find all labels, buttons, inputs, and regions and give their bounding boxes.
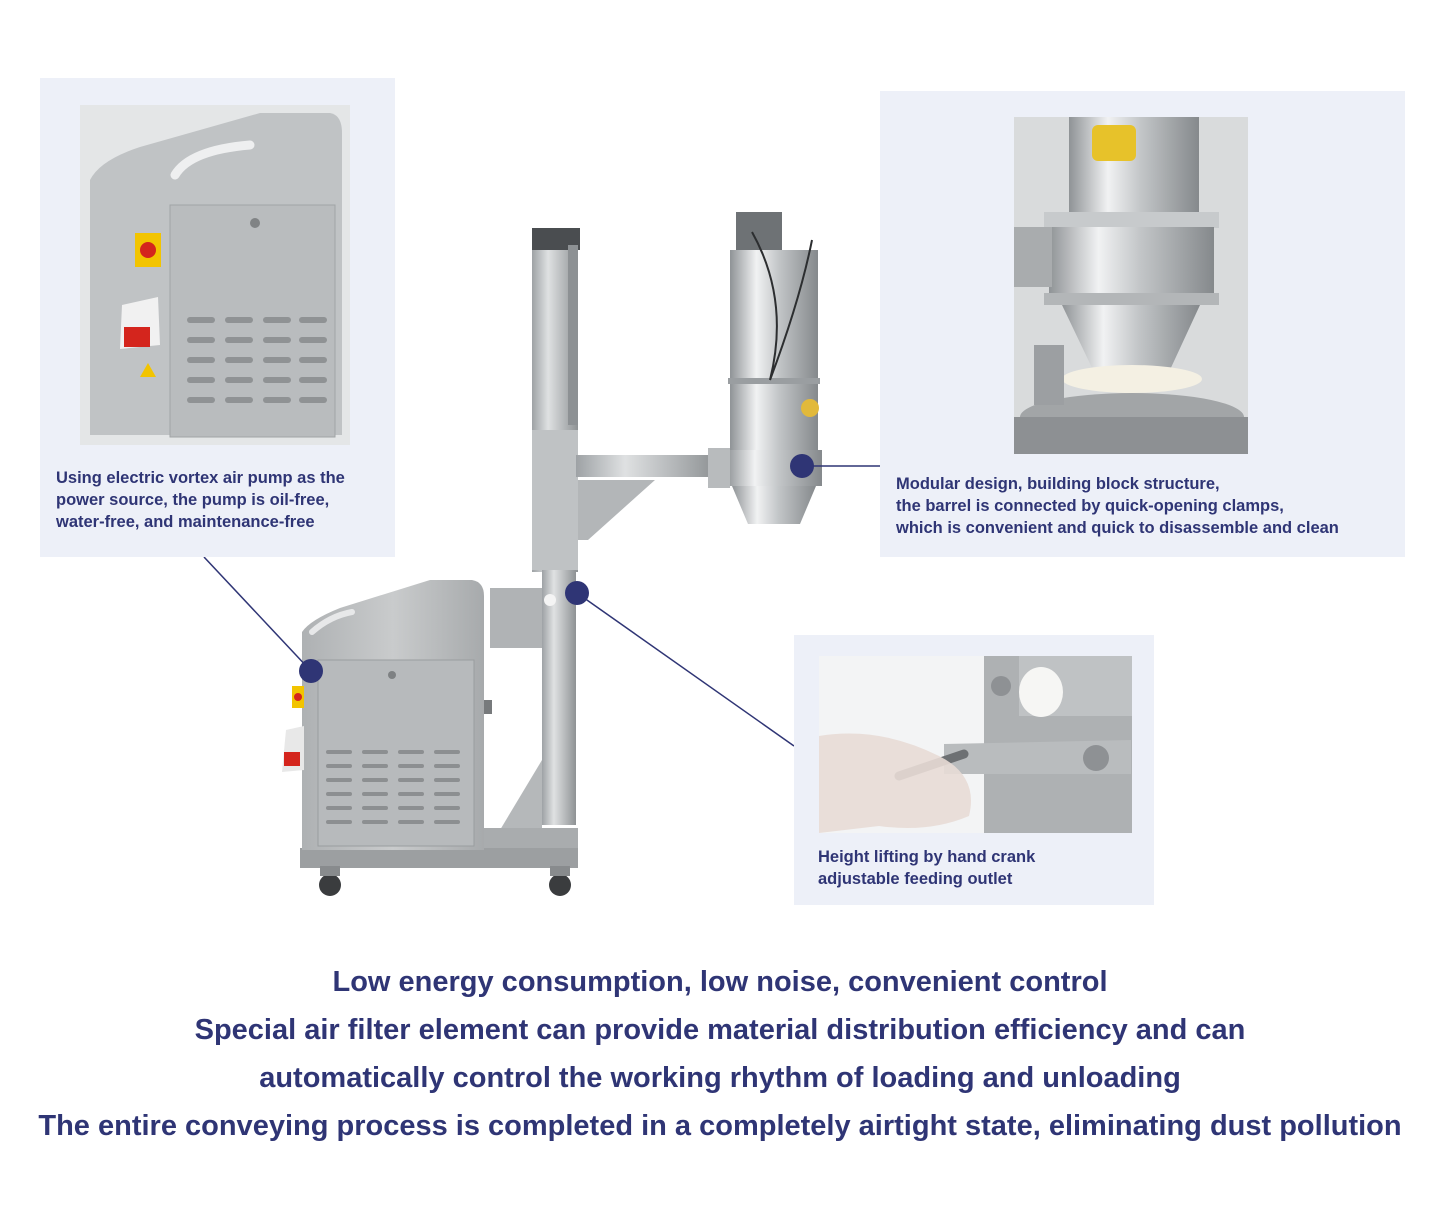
pump-connector-line bbox=[203, 556, 311, 671]
hand-crank-photo bbox=[819, 656, 1132, 833]
modular-marker bbox=[790, 454, 814, 478]
crank-connector-line bbox=[576, 592, 795, 747]
pump-callout-panel: Using electric vortex air pump as the po… bbox=[40, 78, 395, 557]
pump-cabinet bbox=[282, 580, 492, 850]
feature-summary-text: Low energy consumption, low noise, conve… bbox=[38, 966, 1402, 1142]
vacuum-hopper bbox=[730, 250, 818, 450]
feeder-arm bbox=[576, 455, 716, 477]
crank-callout-panel: Height lifting by hand crank adjustable … bbox=[794, 635, 1154, 905]
crank-marker bbox=[565, 581, 589, 605]
pump-callout-text: Using electric vortex air pump as the po… bbox=[56, 469, 345, 531]
modular-callout-text: Modular design, building block structure… bbox=[896, 475, 1339, 537]
modular-callout-panel: Modular design, building block structure… bbox=[880, 91, 1405, 557]
vacuum-feeder-machine-illustration bbox=[203, 212, 880, 896]
barrel-clamp-photo bbox=[1014, 117, 1248, 454]
pump-marker bbox=[299, 659, 323, 683]
crank-callout-text: Height lifting by hand crank adjustable … bbox=[818, 848, 1036, 888]
pump-cabinet-photo bbox=[80, 105, 350, 445]
